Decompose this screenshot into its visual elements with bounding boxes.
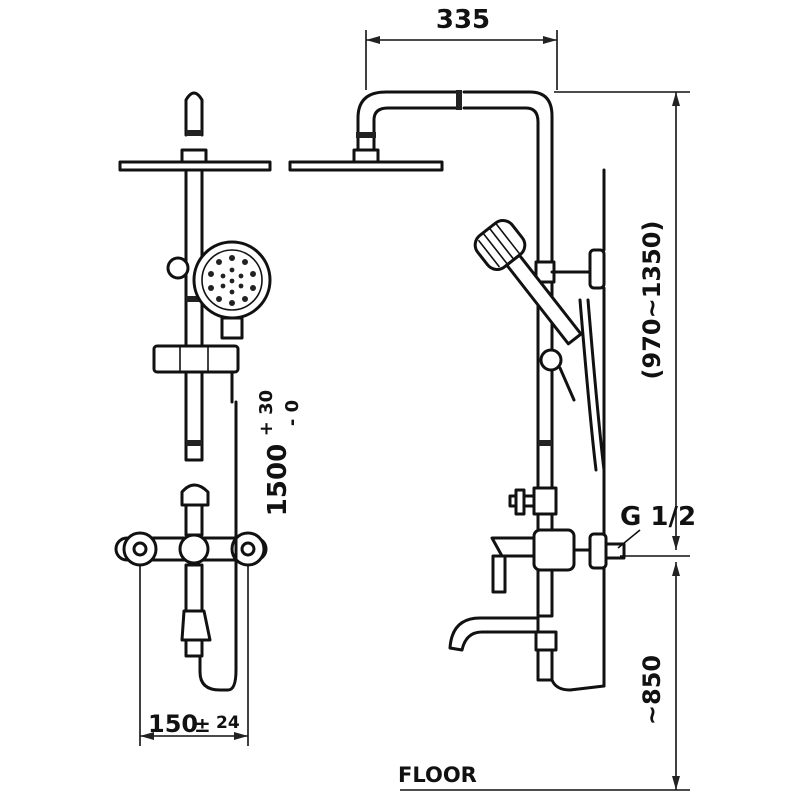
front-riser-pipe — [184, 168, 204, 462]
upper-wall-bracket — [588, 248, 606, 290]
bath-spout-front — [184, 563, 204, 613]
mixer-body-side — [532, 528, 576, 572]
dim-inlet-spacing-tol-value: 24 — [216, 713, 240, 733]
dimension-lines — [139, 30, 690, 791]
dim-head-height-tol-plus: + 30 — [256, 390, 277, 436]
dim-valve-height: ~850 — [638, 655, 666, 725]
dim-head-height-tol-minus: - 0 — [282, 400, 303, 426]
lower-wall-bracket — [588, 532, 608, 570]
diverter-side — [532, 486, 558, 516]
hand-shower-holder-knob — [166, 256, 190, 280]
hose-loop-front — [198, 400, 238, 692]
mixer-handle-hub — [178, 533, 210, 565]
shower-arm-outer — [356, 90, 462, 152]
hose-side-1 — [578, 298, 598, 472]
bath-spout-side — [448, 616, 540, 652]
dim-inlet-thread: G 1/2 — [620, 502, 696, 532]
front-view — [114, 91, 272, 692]
side-view — [288, 90, 626, 692]
slide-bar-holder — [152, 344, 240, 374]
riser-top-cap — [184, 91, 204, 137]
hand-shower-handle-front — [220, 316, 244, 340]
hand-shower-side — [473, 219, 583, 346]
dim-arm-reach: 335 — [436, 5, 490, 35]
riser-top-band — [186, 130, 202, 136]
dim-inlet-spacing: 150 — [148, 710, 198, 738]
dim-inlet-spacing-tol-sign: ± — [194, 713, 211, 737]
shower-arm-to-riser — [462, 90, 554, 264]
diverter-front — [180, 483, 210, 507]
dim-riser-range: (970~1350) — [638, 221, 666, 380]
hand-shower-head-front — [192, 240, 272, 320]
dim-head-height: 1500 — [263, 444, 293, 516]
hand-shower-clip — [539, 348, 563, 372]
overhead-shower-mount — [180, 148, 208, 164]
floor-label: FLOOR — [398, 763, 477, 787]
mixer-lever-side — [490, 536, 536, 558]
